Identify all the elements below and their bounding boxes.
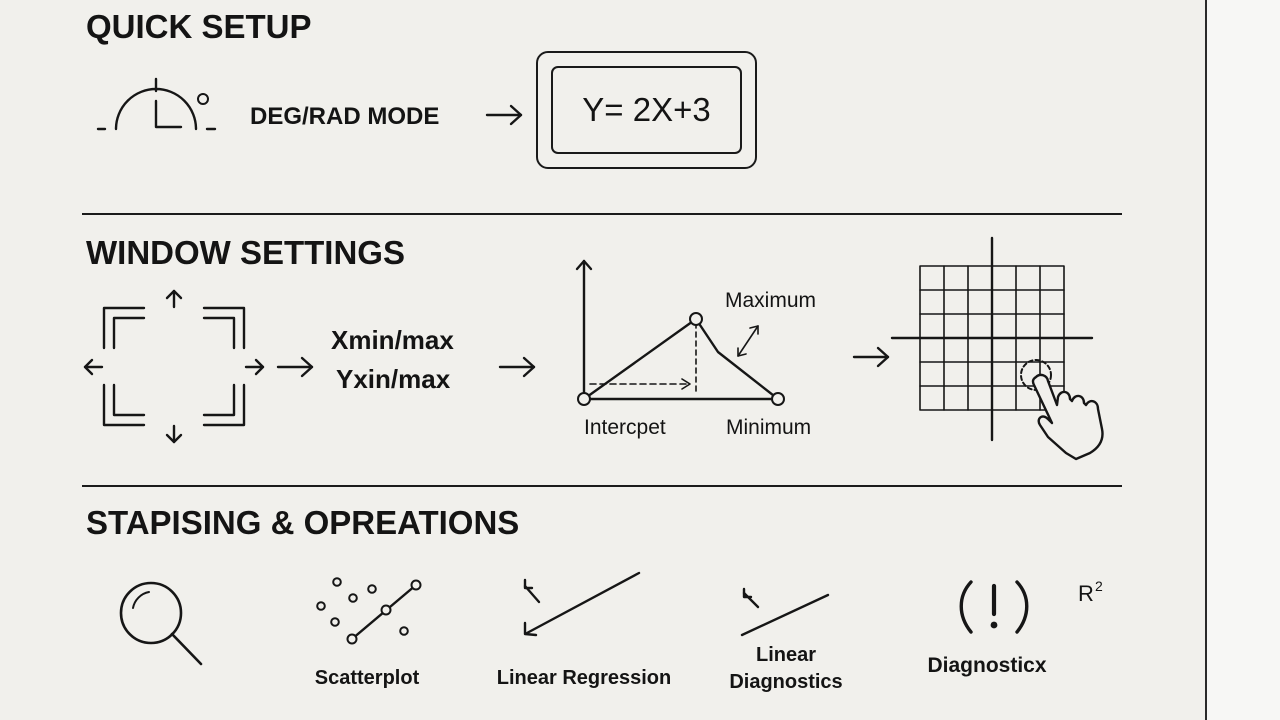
maximum-label: Maximum <box>725 289 817 312</box>
formula-text: Y= 2X+3 <box>582 91 711 128</box>
divider-1 <box>82 213 1122 215</box>
arrow-right-icon <box>498 356 536 378</box>
r-squared-base: R <box>1078 581 1094 606</box>
grid-touch-icon <box>890 236 1104 461</box>
page-border <box>1205 0 1207 720</box>
arrow-right-icon <box>852 346 890 368</box>
linear-regression-label: Linear Regression <box>496 667 672 689</box>
linear-diagnostics-label-line2: Diagnostics <box>729 671 843 693</box>
regression-line-icon <box>523 571 641 637</box>
magnifier-icon <box>119 581 203 666</box>
x-range-label: Xmin/max <box>331 325 454 355</box>
divider-2 <box>82 485 1122 487</box>
deg-rad-mode-label: DEG/RAD MODE <box>250 103 440 130</box>
exclamation-icon <box>959 580 1029 634</box>
angle-mode-icon <box>96 77 217 131</box>
expand-window-icon <box>83 289 265 444</box>
scatterplot-label: Scatterplot <box>314 667 420 689</box>
intercept-label: Intercpet <box>584 416 666 439</box>
minimum-label: Minimum <box>726 416 812 439</box>
diagnosticx-label: Diagnosticx <box>927 654 1047 677</box>
section-title-window-settings: WINDOW SETTINGS <box>86 234 405 271</box>
r-squared-exponent: 2 <box>1095 578 1103 594</box>
section-title-quick-setup: QUICK SETUP <box>86 8 312 45</box>
diagnostics-line-icon <box>740 587 830 637</box>
linear-diagnostics-label-line1: Linear <box>755 644 817 666</box>
y-range-label: Yxin/max <box>336 364 451 394</box>
section-title-operations: STAPISING & OPREATIONS <box>86 504 520 541</box>
formula-screen: Y= 2X+3 <box>551 66 742 154</box>
arrow-right-icon <box>485 104 523 126</box>
graph-extrema-icon <box>575 259 785 406</box>
scatterplot-icon <box>316 577 422 645</box>
arrow-right-icon <box>276 356 314 378</box>
page-margin <box>1207 0 1280 720</box>
formula-display: Y= 2X+3 <box>536 51 757 169</box>
